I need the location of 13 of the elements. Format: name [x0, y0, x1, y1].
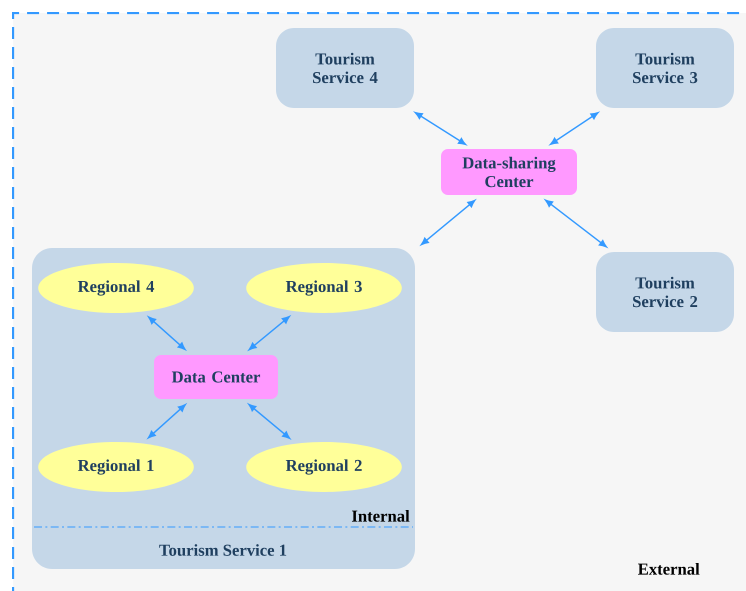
data-center-box: Data-sharing Center [441, 149, 577, 195]
arrow [148, 316, 186, 350]
arrow [148, 404, 186, 438]
tourism-service-box: Tourism Service 4 [276, 28, 414, 108]
arrow [248, 316, 290, 350]
arrow [420, 200, 476, 246]
arrow [248, 404, 290, 439]
data-center-box: Data Center [154, 355, 278, 399]
tourism-service-box: Tourism Service 3 [596, 28, 734, 108]
arrow [544, 200, 607, 248]
tourism-service-box: Tourism Service 2 [596, 252, 734, 332]
arrow [414, 112, 466, 146]
arrow [550, 112, 599, 145]
